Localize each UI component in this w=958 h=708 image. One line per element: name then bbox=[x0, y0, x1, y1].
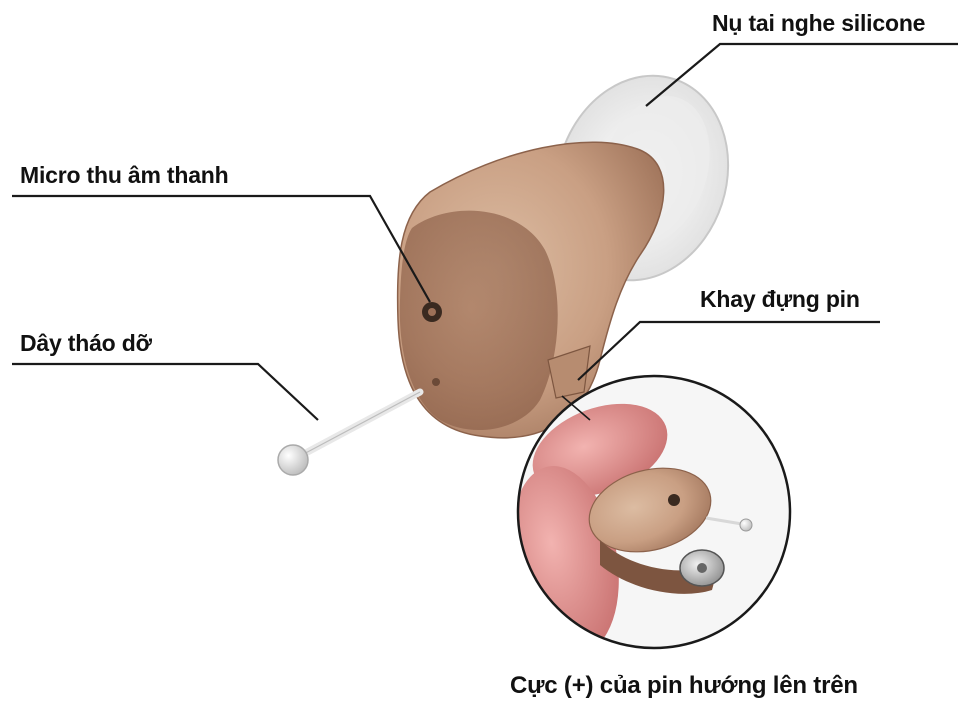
label-silicone-tip: Nụ tai nghe silicone bbox=[712, 10, 925, 37]
label-removal-cord: Dây tháo dỡ bbox=[20, 330, 152, 357]
leader-micro bbox=[12, 196, 430, 302]
label-battery-polarity: Cực (+) của pin hướng lên trên bbox=[510, 672, 858, 700]
leader-strip bbox=[12, 364, 318, 420]
removal-cord bbox=[278, 392, 420, 475]
leader-battery bbox=[578, 322, 880, 380]
label-microphone: Micro thu âm thanh bbox=[20, 162, 229, 189]
label-battery-tray: Khay đựng pin bbox=[700, 286, 860, 313]
